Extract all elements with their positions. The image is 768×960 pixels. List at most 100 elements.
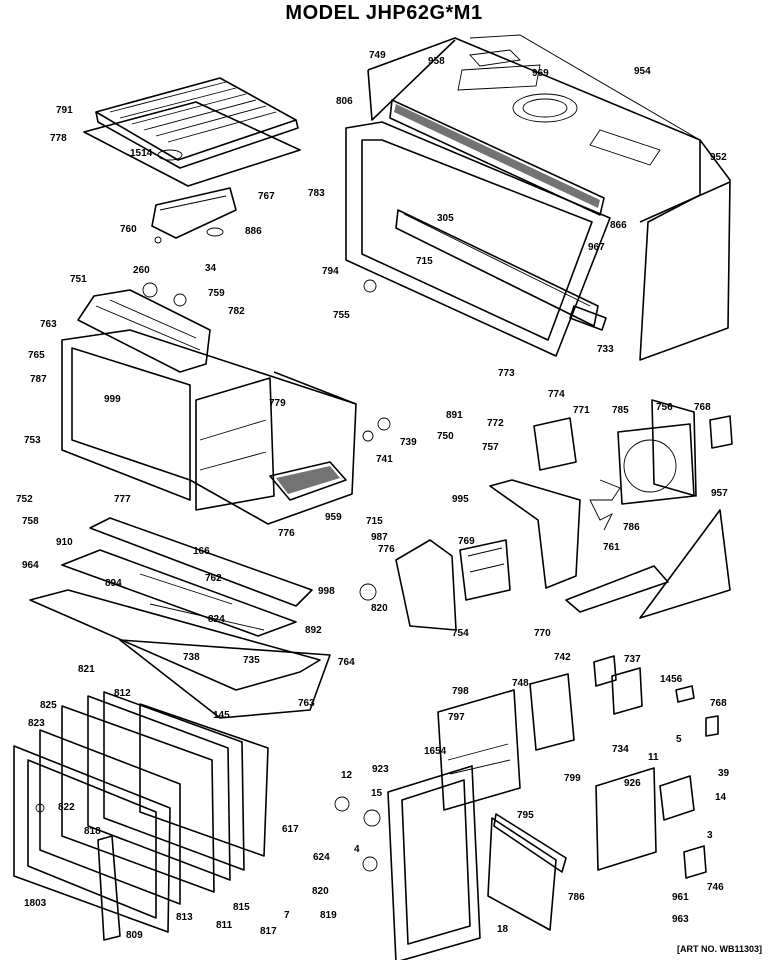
part-label: 819 bbox=[320, 910, 337, 921]
part-label: 811 bbox=[216, 920, 233, 931]
part-label: 737 bbox=[624, 654, 641, 665]
part-label: 812 bbox=[114, 688, 131, 699]
part-label: 809 bbox=[126, 930, 143, 941]
control-support bbox=[77, 282, 211, 373]
part-label: 767 bbox=[258, 191, 275, 202]
part-label: 741 bbox=[376, 454, 393, 465]
part-label: 776 bbox=[378, 544, 395, 555]
door-assembly bbox=[13, 691, 269, 941]
part-label: 14 bbox=[715, 792, 727, 803]
part-label: 786 bbox=[568, 892, 585, 903]
part-label: 764 bbox=[338, 657, 355, 668]
part-label: 753 bbox=[24, 435, 41, 446]
part-label: 768 bbox=[694, 402, 711, 413]
part-label: 815 bbox=[233, 902, 250, 913]
part-label: 963 bbox=[672, 914, 689, 925]
part-label: 715 bbox=[416, 256, 433, 267]
part-label: 779 bbox=[269, 398, 286, 409]
part-label: 770 bbox=[534, 628, 551, 639]
part-label: 923 bbox=[372, 764, 389, 775]
part-label: 715 bbox=[366, 516, 383, 527]
part-label: 799 bbox=[564, 773, 581, 784]
part-label: 952 bbox=[710, 152, 727, 163]
part-label: 1803 bbox=[24, 898, 47, 909]
part-label: 5 bbox=[676, 734, 682, 745]
part-label: 752 bbox=[16, 494, 33, 505]
part-label: 999 bbox=[104, 394, 121, 405]
bracket-767 bbox=[151, 187, 237, 244]
part-label: 777 bbox=[114, 494, 131, 505]
part-label: 260 bbox=[133, 265, 150, 276]
control-panel bbox=[387, 655, 657, 960]
part-label: 798 bbox=[452, 686, 469, 697]
part-label: 763 bbox=[40, 319, 57, 330]
fan-bracket bbox=[395, 479, 731, 631]
fan-assembly bbox=[589, 399, 733, 531]
part-label: 1456 bbox=[660, 674, 683, 685]
part-label: 771 bbox=[573, 405, 590, 416]
part-label: 11 bbox=[648, 752, 659, 763]
part-label: 624 bbox=[313, 852, 330, 863]
part-label: 820 bbox=[312, 886, 329, 897]
part-label: 987 bbox=[371, 532, 388, 543]
part-label: 739 bbox=[400, 437, 417, 448]
part-label: 892 bbox=[305, 625, 322, 636]
art-number: [ART NO. WB11303] bbox=[676, 944, 762, 954]
part-label: 768 bbox=[710, 698, 727, 709]
part-label: 961 bbox=[672, 892, 689, 903]
part-label: 7 bbox=[284, 910, 290, 921]
part-label: 15 bbox=[371, 788, 383, 799]
part-label: 765 bbox=[28, 350, 45, 361]
part-label: 995 bbox=[452, 494, 469, 505]
part-label: 305 bbox=[437, 213, 454, 224]
part-label: 769 bbox=[458, 536, 475, 547]
part-label: 964 bbox=[22, 560, 39, 571]
part-label: 824 bbox=[208, 614, 225, 625]
part-label: 926 bbox=[624, 778, 641, 789]
part-label: 761 bbox=[603, 542, 620, 553]
part-label: 750 bbox=[437, 431, 454, 442]
part-label: 774 bbox=[548, 389, 565, 400]
front-frame bbox=[345, 99, 611, 357]
part-label: 818 bbox=[84, 826, 101, 837]
part-label: 958 bbox=[428, 56, 445, 67]
part-label: 823 bbox=[28, 718, 45, 729]
part-label: 762 bbox=[205, 573, 222, 584]
part-label: 738 bbox=[183, 652, 200, 663]
part-label: 825 bbox=[40, 700, 57, 711]
part-label: 166 bbox=[193, 546, 210, 557]
part-label: 891 bbox=[446, 410, 463, 421]
part-label: 758 bbox=[22, 516, 39, 527]
part-label: 755 bbox=[333, 310, 350, 321]
transformer bbox=[459, 417, 577, 601]
part-labels: 749 958 969 954 806 791 778 1514 783 952… bbox=[16, 50, 730, 941]
part-label: 39 bbox=[718, 768, 730, 779]
oven-rack bbox=[83, 77, 301, 187]
part-label: 754 bbox=[452, 628, 469, 639]
part-label: 759 bbox=[208, 288, 225, 299]
part-label: 742 bbox=[554, 652, 571, 663]
part-label: 959 bbox=[325, 512, 342, 523]
part-label: 773 bbox=[498, 368, 515, 379]
part-label: 866 bbox=[610, 220, 627, 231]
part-label: 794 bbox=[322, 266, 339, 277]
part-label: 4 bbox=[354, 844, 360, 855]
part-label: 782 bbox=[228, 306, 245, 317]
part-label: 734 bbox=[612, 744, 629, 755]
part-label: 746 bbox=[707, 882, 724, 893]
oven-cavity bbox=[61, 329, 357, 525]
part-label: 821 bbox=[78, 664, 95, 675]
part-label: 786 bbox=[623, 522, 640, 533]
part-label: 749 bbox=[369, 50, 386, 61]
part-label: 145 bbox=[213, 710, 230, 721]
part-label: 967 bbox=[588, 242, 605, 253]
small-parts bbox=[334, 279, 719, 879]
part-label: 806 bbox=[336, 96, 353, 107]
part-label: 751 bbox=[70, 274, 87, 285]
part-label: 998 bbox=[318, 586, 335, 597]
part-label: 1654 bbox=[424, 746, 447, 757]
part-label: 748 bbox=[512, 678, 529, 689]
base-plate bbox=[29, 517, 331, 719]
